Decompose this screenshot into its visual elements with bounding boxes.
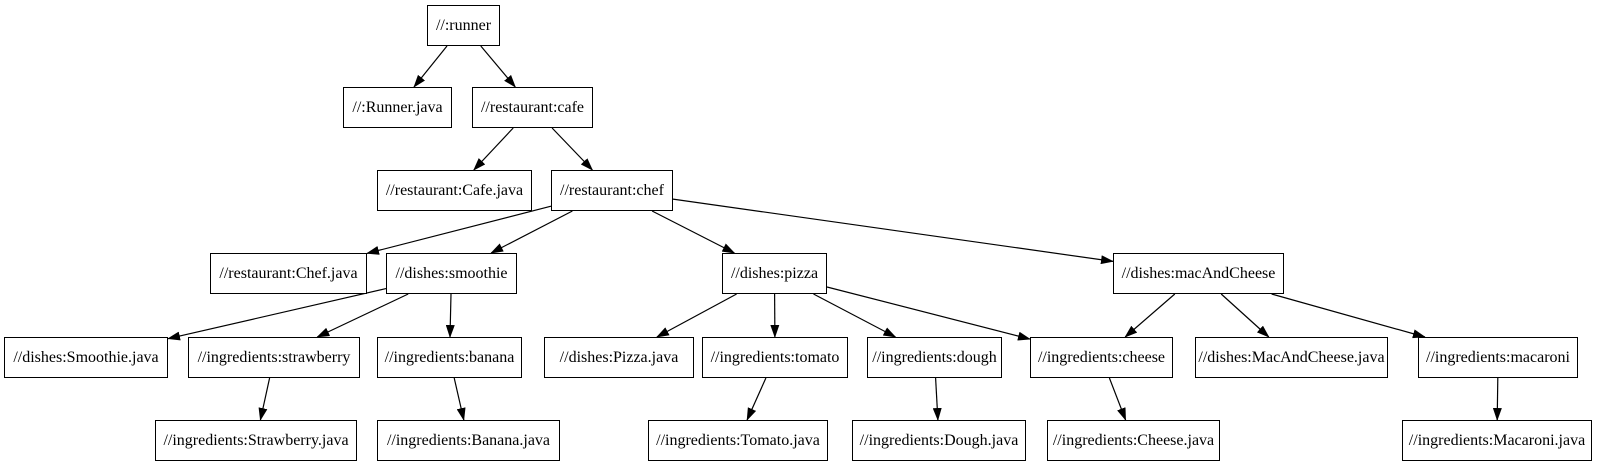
graph-node-label: //ingredients:banana (384, 348, 515, 366)
graph-node-label: //ingredients:dough (872, 348, 997, 366)
graph-node-smoothie: //dishes:smoothie (386, 253, 517, 294)
graph-node-macaroni_java: //ingredients:Macaroni.java (1402, 420, 1592, 461)
graph-node-label: //restaurant:Chef.java (219, 264, 358, 282)
graph-edge-dough-to-dough_java (932, 377, 942, 421)
graph-node-cafe: //restaurant:cafe (472, 87, 593, 128)
graph-edge-pizza-to-pizza_java (656, 293, 737, 338)
graph-node-mac_java: //dishes:MacAndCheese.java (1195, 337, 1388, 378)
graph-node-label: //dishes:pizza (730, 264, 819, 282)
graph-edge-cafe-to-cafe_java (473, 127, 514, 171)
graph-node-banana_java: //ingredients:Banana.java (377, 420, 560, 461)
graph-node-pizza_java: //dishes:Pizza.java (544, 337, 694, 378)
graph-node-label: //ingredients:cheese (1037, 348, 1166, 366)
graph-node-cheese: //ingredients:cheese (1030, 337, 1173, 378)
graph-node-label: //ingredients:Strawberry.java (163, 431, 349, 449)
graph-node-label: //restaurant:cafe (480, 98, 585, 116)
graph-node-label: //:Runner.java (352, 98, 443, 116)
graph-edge-chef-to-chef_java (366, 205, 552, 255)
graph-edge-strawberry-to-strawberry_java (258, 377, 271, 421)
graph-node-label: //restaurant:Cafe.java (385, 181, 524, 199)
graph-edge-pizza-to-cheese (826, 286, 1031, 341)
graph-node-label: //ingredients:Cheese.java (1052, 431, 1215, 449)
graph-node-cafe_java: //restaurant:Cafe.java (377, 170, 532, 211)
graph-node-cheese_java: //ingredients:Cheese.java (1047, 420, 1220, 461)
graph-node-label: //ingredients:Macaroni.java (1408, 431, 1586, 449)
graph-edge-smoothie-to-smoothie_java (167, 288, 387, 341)
graph-edge-cheese-to-cheese_java (1108, 377, 1127, 421)
graph-node-strawberry: //ingredients:strawberry (188, 337, 360, 378)
graph-node-label: //dishes:Pizza.java (559, 348, 679, 366)
graph-edge-runner-to-runner_java (413, 45, 448, 88)
graph-node-banana: //ingredients:banana (377, 337, 522, 378)
graph-edge-tomato-to-tomato_java (746, 377, 767, 421)
graph-node-label: //ingredients:Dough.java (859, 431, 1019, 449)
graph-node-runner: //:runner (427, 5, 500, 46)
graph-edge-chef-to-smoothie (490, 210, 573, 254)
graph-node-chef: //restaurant:chef (551, 170, 673, 211)
graph-edge-runner-to-cafe (480, 45, 516, 88)
graph-node-label: //ingredients:Banana.java (386, 431, 551, 449)
graph-node-tomato: //ingredients:tomato (702, 337, 848, 378)
graph-node-tomato_java: //ingredients:Tomato.java (648, 420, 828, 461)
graph-node-label: //ingredients:macaroni (1426, 348, 1570, 366)
graph-node-macaroni: //ingredients:macaroni (1418, 337, 1578, 378)
graph-node-runner_java: //:Runner.java (343, 87, 452, 128)
graph-node-label: //dishes:macAndCheese (1121, 264, 1276, 282)
graph-node-label: //restaurant:chef (560, 181, 664, 199)
graph-edge-mac_and_cheese-to-mac_java (1220, 293, 1270, 338)
graph-node-label: //:runner (435, 16, 492, 34)
graph-node-smoothie_java: //dishes:Smoothie.java (4, 337, 168, 378)
graph-node-label: //dishes:smoothie (395, 264, 508, 282)
graph-edge-pizza-to-dough (813, 293, 897, 338)
graph-node-label: //ingredients:tomato (710, 348, 840, 366)
graph-edge-chef-to-mac_and_cheese (672, 198, 1114, 265)
graph-node-label: //ingredients:strawberry (197, 348, 351, 366)
graph-node-label: //ingredients:Tomato.java (656, 431, 820, 449)
graph-edge-smoothie-to-banana (445, 293, 455, 338)
graph-node-chef_java: //restaurant:Chef.java (210, 253, 367, 294)
graph-node-dough_java: //ingredients:Dough.java (852, 420, 1026, 461)
graph-edge-banana-to-banana_java (453, 377, 466, 421)
graph-node-label: //dishes:Smoothie.java (13, 348, 159, 366)
graph-edge-macaroni-to-macaroni_java (1492, 377, 1502, 421)
graph-edge-smoothie-to-strawberry (316, 293, 409, 338)
graph-edge-chef-to-pizza (651, 210, 736, 254)
graph-node-dough: //ingredients:dough (867, 337, 1002, 378)
graph-edge-mac_and_cheese-to-cheese (1124, 293, 1176, 338)
graph-edge-cafe-to-chef (551, 127, 594, 171)
graph-node-mac_and_cheese: //dishes:macAndCheese (1113, 253, 1284, 294)
graph-edge-mac_and_cheese-to-macaroni (1271, 293, 1426, 339)
graph-node-pizza: //dishes:pizza (722, 253, 827, 294)
graph-node-strawberry_java: //ingredients:Strawberry.java (155, 420, 357, 461)
graph-node-label: //dishes:MacAndCheese.java (1198, 348, 1385, 366)
